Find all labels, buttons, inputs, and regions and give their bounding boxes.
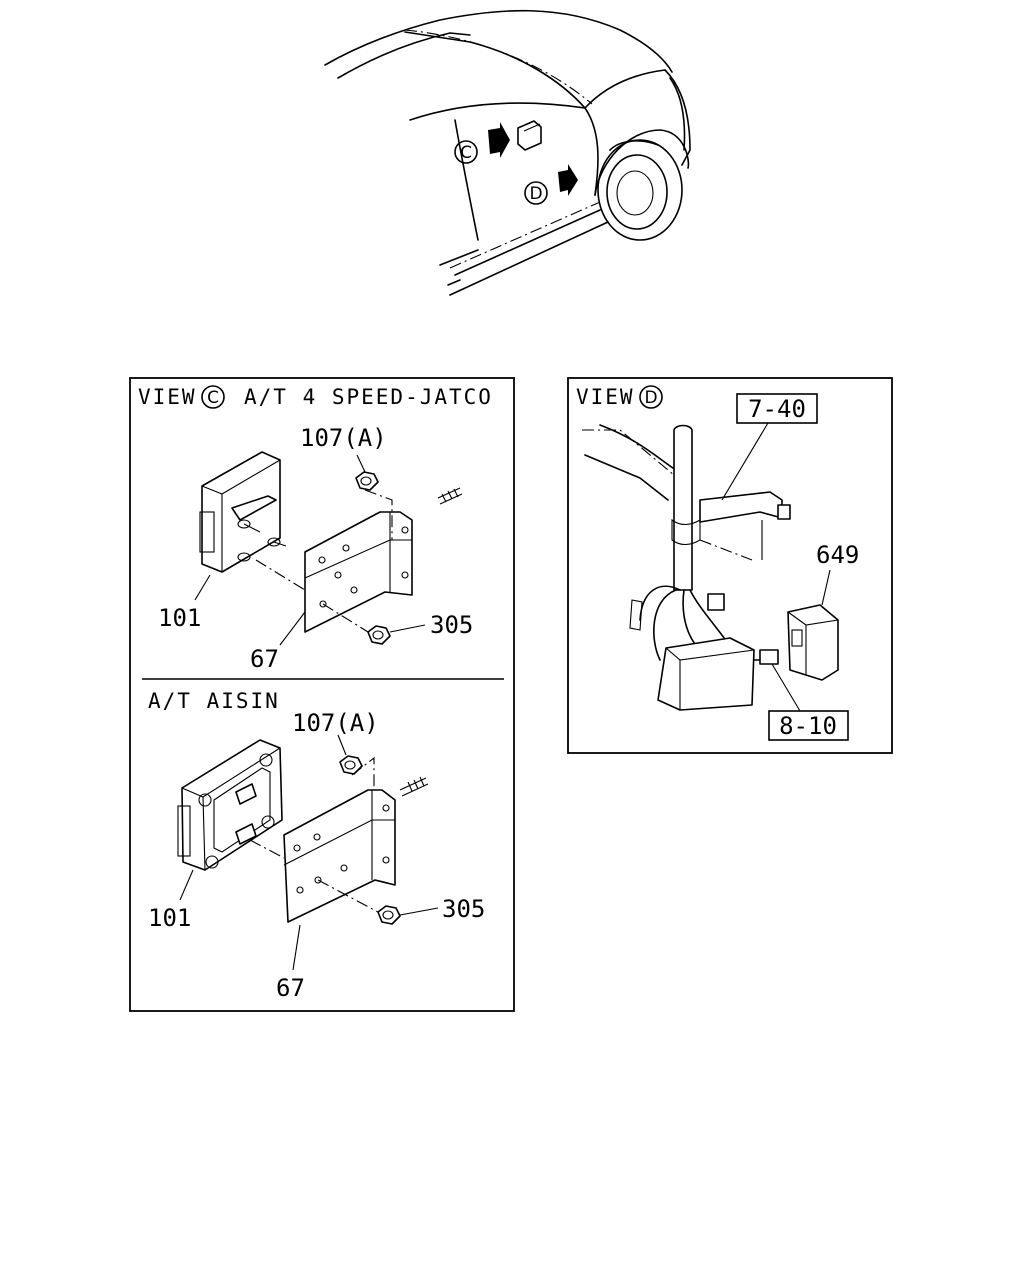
nut-305-jatco: [367, 625, 391, 645]
nut-305-aisin: [377, 905, 401, 925]
relay-649: [787, 604, 839, 681]
connector-8-10: [759, 649, 779, 665]
panel-view-d: VIEW D 7-40: [567, 377, 893, 754]
panel-c-view-marker: C: [207, 388, 219, 408]
callout-101-top: 101: [158, 604, 201, 632]
callout-67-top: 67: [250, 645, 279, 673]
panel-c-sub-title: A/T AISIN: [148, 689, 280, 713]
callout-7-40: 7-40: [748, 395, 806, 423]
panel-d-view-word: VIEW: [576, 385, 635, 409]
control-unit-aisin: [177, 739, 283, 871]
view-d-arrow-icon: [558, 164, 578, 196]
callout-101-bottom: 101: [148, 904, 191, 932]
callout-649: 649: [816, 541, 859, 569]
view-c-marker: C: [460, 143, 472, 163]
callout-107a-top: 107(A): [300, 424, 387, 452]
callout-67-bottom: 67: [276, 974, 305, 1002]
module-location-icon: [517, 120, 542, 151]
nut-107a-aisin: [339, 755, 363, 775]
callout-8-10: 8-10: [779, 712, 837, 740]
callout-107a-bottom: 107(A): [292, 709, 379, 737]
callout-305-bottom: 305: [442, 895, 485, 923]
panel-c-view-word: VIEW: [138, 385, 197, 409]
bolt-aisin: [399, 776, 429, 797]
vehicle-overview: C D: [324, 9, 691, 296]
nut-107a-jatco: [355, 471, 379, 491]
harness-bracket: [699, 491, 783, 523]
view-d-marker: D: [529, 184, 542, 204]
harness-module: [657, 637, 755, 711]
bolt-jatco: [437, 487, 463, 505]
control-unit-jatco: [199, 451, 287, 573]
panel-view-c: VIEW C A/T 4 SPEED-JATCO A/T AISIN: [129, 377, 515, 1012]
panel-c-title: A/T 4 SPEED-JATCO: [244, 385, 493, 409]
view-c-marker-circle: [454, 140, 478, 164]
bracket-jatco: [304, 511, 413, 633]
view-c-arrow-icon: [488, 122, 510, 158]
view-d-marker-circle: [524, 181, 548, 205]
panel-d-view-marker: D: [644, 388, 657, 408]
harness-tube: [673, 424, 693, 591]
callout-305-top: 305: [430, 611, 473, 639]
wire-connector: [707, 593, 725, 611]
bracket-aisin: [283, 789, 396, 923]
